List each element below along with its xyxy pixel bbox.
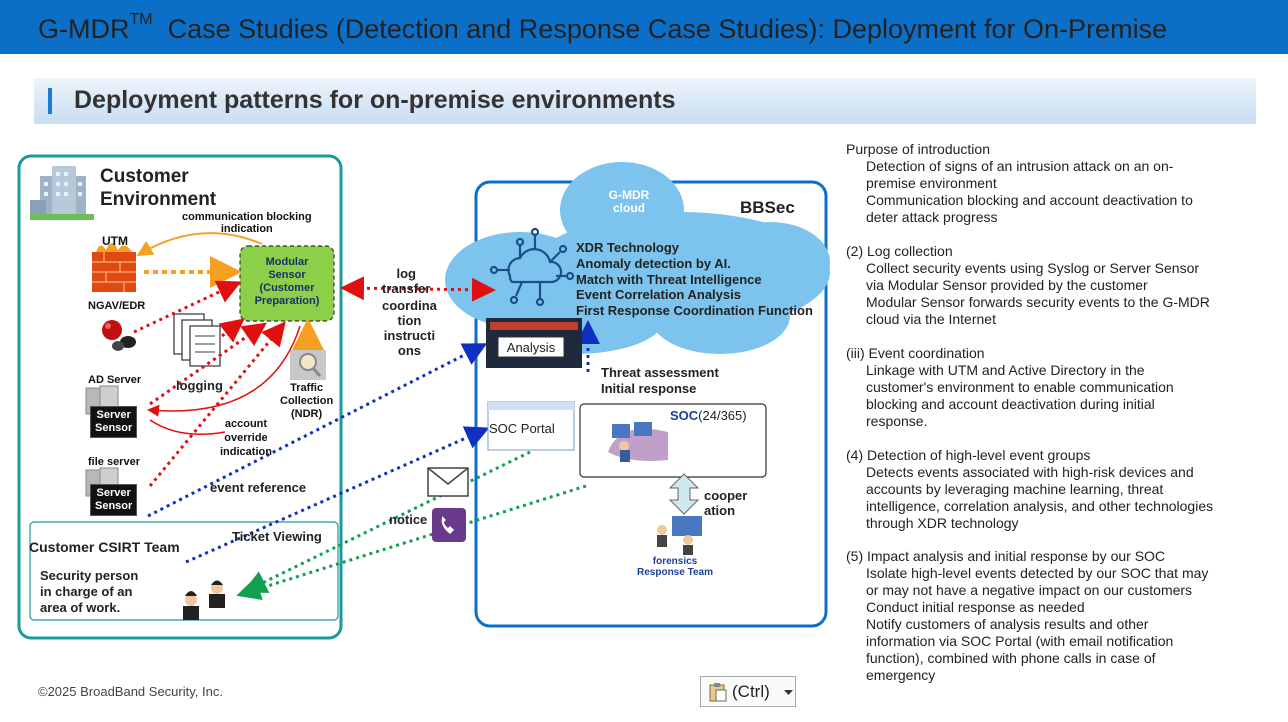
bbsec-title: BBSec bbox=[740, 198, 795, 217]
section-detection-heading: (4) Detection of high-level event groups bbox=[846, 447, 1091, 463]
section-event-coordination-body: Linkage with UTM and Active Directory in… bbox=[866, 362, 1174, 429]
ticket-viewing-label: Ticket Viewing bbox=[232, 529, 322, 544]
traffic-collection-icon bbox=[290, 350, 326, 380]
page-subtitle: Deployment patterns for on-premise envir… bbox=[74, 86, 676, 114]
utm-firewall-icon bbox=[92, 243, 136, 292]
chevron-down-icon bbox=[784, 690, 793, 695]
ad-server-to-sensor-arrow bbox=[149, 322, 267, 406]
page-title: G-MDRTM Case Studies (Detection and Resp… bbox=[38, 11, 1168, 44]
ngav-label: NGAV/EDR bbox=[88, 300, 146, 312]
analysis-label-box bbox=[497, 336, 565, 358]
utm-label: UTM bbox=[102, 234, 128, 248]
ad-server-label: AD Server bbox=[88, 374, 142, 386]
soc-operator-icon bbox=[608, 422, 668, 462]
soc-label: SOC(24/365) bbox=[670, 408, 747, 423]
section-detection-body: Detects events associated with high-risk… bbox=[866, 464, 1214, 531]
portal-notice-arrow bbox=[242, 450, 531, 593]
csirt-team-title: Customer CSIRT Team bbox=[29, 539, 180, 555]
section-log-collection-body: Collect security events using Syslog or … bbox=[866, 260, 1210, 327]
building-icon bbox=[30, 166, 94, 220]
section-event-coordination-heading: (iii) Event coordination bbox=[846, 345, 985, 361]
cooperation-arrow bbox=[668, 473, 700, 515]
title-bar bbox=[0, 0, 1288, 54]
email-icon bbox=[427, 467, 469, 497]
file-server-label: file server bbox=[88, 456, 140, 468]
copyright-text: ©2025 BroadBand Security, Inc. bbox=[38, 684, 223, 699]
account-override-arrow bbox=[147, 325, 301, 417]
paste-options-label: (Ctrl) bbox=[732, 682, 770, 701]
section-purpose-heading: Purpose of introduction bbox=[846, 141, 990, 157]
clipboard-icon bbox=[709, 683, 727, 702]
subtitle-accent-bar bbox=[48, 88, 52, 114]
phone-icon bbox=[432, 508, 466, 542]
section-impact-heading: (5) Impact analysis and initial response… bbox=[846, 548, 1166, 564]
security-person-icon bbox=[183, 580, 225, 620]
account-override-arrow-2 bbox=[149, 419, 226, 435]
log-documents-icon bbox=[173, 313, 221, 367]
section-impact-body: Isolate high-level events detected by ou… bbox=[866, 565, 1209, 683]
soc-portal-label[interactable]: SOC Portal bbox=[489, 421, 555, 436]
paste-options-button[interactable]: (Ctrl) bbox=[700, 676, 796, 707]
event-reference-label: event reference bbox=[210, 480, 307, 495]
logging-label: logging bbox=[176, 378, 223, 393]
ngav-edr-icon bbox=[102, 320, 136, 351]
sensor-to-cloud-arrow bbox=[340, 276, 496, 302]
forensics-team-icon bbox=[657, 516, 702, 555]
xdr-network-icon bbox=[489, 227, 575, 307]
analysis-label: Analysis bbox=[506, 340, 556, 355]
ticket-viewing-arrow bbox=[185, 426, 490, 564]
section-purpose-body: Detection of signs of an intrusion attac… bbox=[866, 158, 1193, 225]
notice-label: notice bbox=[389, 512, 428, 527]
subtitle-band bbox=[34, 78, 1256, 124]
ngav-to-sensor-arrow bbox=[133, 280, 242, 334]
section-log-collection-heading: (2) Log collection bbox=[846, 243, 953, 259]
comm-block-arrow bbox=[136, 232, 263, 257]
